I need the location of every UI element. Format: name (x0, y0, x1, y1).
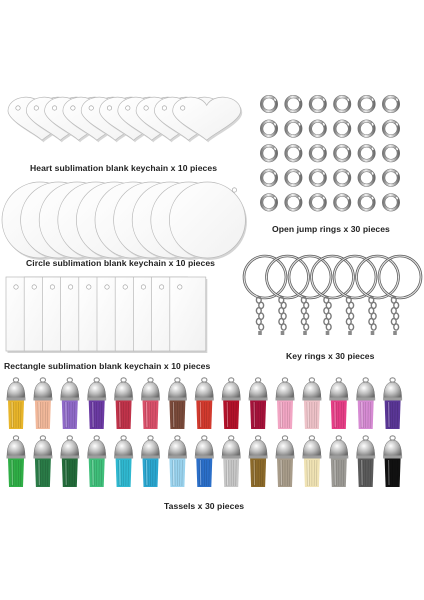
tassel (302, 435, 322, 487)
tassel (33, 435, 53, 487)
jump-ring (382, 168, 401, 187)
tassels-group (6, 377, 403, 487)
key-ring (355, 254, 400, 335)
tassel (60, 377, 80, 429)
tassel (33, 377, 53, 429)
key-ring (242, 254, 288, 335)
jump-ring (333, 119, 352, 138)
jump-ring (308, 94, 327, 113)
jump-ring (284, 119, 303, 138)
tassel (87, 435, 107, 487)
tassel (383, 435, 403, 487)
tassel (60, 435, 80, 487)
tassel (87, 377, 107, 429)
tassels-label: Tassels x 30 pieces (164, 501, 245, 511)
key-rings-group (242, 254, 423, 335)
tassel (248, 435, 268, 487)
rectangle-blanks-group (5, 276, 208, 353)
tassel (167, 377, 187, 429)
tassel (141, 435, 160, 487)
tassel (141, 377, 160, 429)
jump-ring (284, 168, 303, 187)
tassel (275, 435, 295, 487)
tassel (302, 377, 322, 429)
heart-blank (172, 96, 243, 143)
jump-ring (333, 168, 352, 187)
jump-ring (260, 144, 279, 163)
jump-ring (357, 168, 376, 187)
jump-ring (260, 168, 279, 187)
jump-ring (357, 193, 376, 212)
rectangle-keychain-label: Rectangle sublimation blank keychain x 1… (4, 361, 211, 371)
key-ring (265, 254, 310, 335)
jump-ring (284, 94, 303, 113)
jump-rings-group (260, 94, 401, 212)
tassel (114, 377, 134, 429)
jump-ring (333, 144, 352, 163)
circle-keychain-label: Circle sublimation blank keychain x 10 p… (26, 258, 216, 268)
tassel (6, 435, 26, 487)
heart-blanks-group (7, 96, 243, 143)
tassel (167, 435, 187, 487)
jump-ring (357, 119, 376, 138)
tassel (6, 377, 26, 429)
tassel (329, 435, 349, 487)
circle-blank (169, 181, 247, 260)
circle-blanks-group (1, 181, 247, 260)
tassel (356, 377, 376, 429)
jump-ring (308, 144, 327, 163)
jump-ring (260, 119, 279, 138)
jump-ring (382, 94, 401, 113)
heart-keychain-label: Heart sublimation blank keychain x 10 pi… (30, 163, 218, 173)
jump-ring (308, 119, 327, 138)
key-ring (377, 254, 423, 335)
key-rings-label: Key rings x 30 pieces (286, 351, 375, 361)
jump-ring (284, 193, 303, 212)
tassel (114, 435, 134, 487)
tassel (248, 377, 268, 429)
tassel (221, 377, 241, 429)
jump-ring (333, 193, 352, 212)
jump-ring (308, 168, 327, 187)
tassel (356, 435, 376, 487)
key-ring (332, 254, 378, 335)
rectangle-blank (169, 276, 208, 353)
tassel (194, 377, 214, 429)
jump-ring (308, 193, 327, 212)
jump-ring (284, 144, 303, 163)
jump-rings-label: Open jump rings x 30 pieces (272, 224, 390, 234)
key-ring (287, 254, 333, 335)
jump-ring (260, 94, 279, 113)
jump-ring (260, 193, 279, 212)
tassel (194, 435, 214, 487)
jump-ring (357, 94, 376, 113)
jump-ring (357, 144, 376, 163)
jump-ring (382, 119, 401, 138)
tassel (275, 377, 295, 429)
jump-ring (382, 193, 401, 212)
tassel (221, 435, 241, 487)
key-ring (310, 254, 355, 335)
tassel (329, 377, 349, 429)
tassel (383, 377, 403, 429)
jump-ring (382, 144, 401, 163)
jump-ring (333, 94, 352, 113)
